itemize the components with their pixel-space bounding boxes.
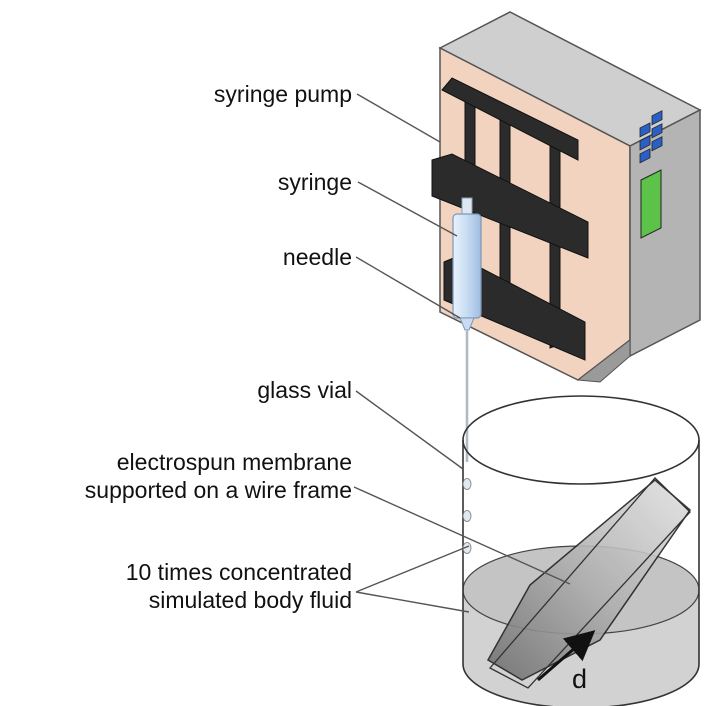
electrospun-membrane	[486, 479, 692, 681]
pump-display	[640, 169, 662, 239]
syringe	[452, 197, 482, 331]
label-glass-vial: glass vial	[257, 377, 352, 403]
syringe-pump	[431, 11, 702, 383]
label-syringe: syringe	[278, 169, 352, 195]
label-fluid-line2: simulated body fluid	[149, 587, 352, 613]
droplet	[462, 478, 472, 490]
label-membrane-line1: electrospun membrane	[117, 449, 352, 475]
glass-vial	[462, 395, 700, 706]
label-syringe-pump: syringe pump	[214, 81, 352, 107]
leader-lines	[353, 93, 571, 613]
membrane-wire-frame	[488, 477, 691, 689]
syringe-tip	[459, 317, 475, 331]
vial-bottom	[462, 663, 700, 706]
vial-rim	[462, 395, 700, 485]
distance-arrow	[537, 630, 596, 682]
pump-control-panel	[639, 110, 663, 239]
label-membrane-line2: supported on a wire frame	[85, 477, 352, 503]
label-fluid-line1: 10 times concentrated	[126, 559, 352, 585]
pump-lower-side	[576, 338, 631, 383]
syringe-barrel	[452, 213, 482, 319]
pump-control-face	[629, 108, 701, 358]
label-needle: needle	[283, 244, 352, 270]
distance-label: d	[572, 664, 587, 694]
droplet	[462, 510, 472, 522]
